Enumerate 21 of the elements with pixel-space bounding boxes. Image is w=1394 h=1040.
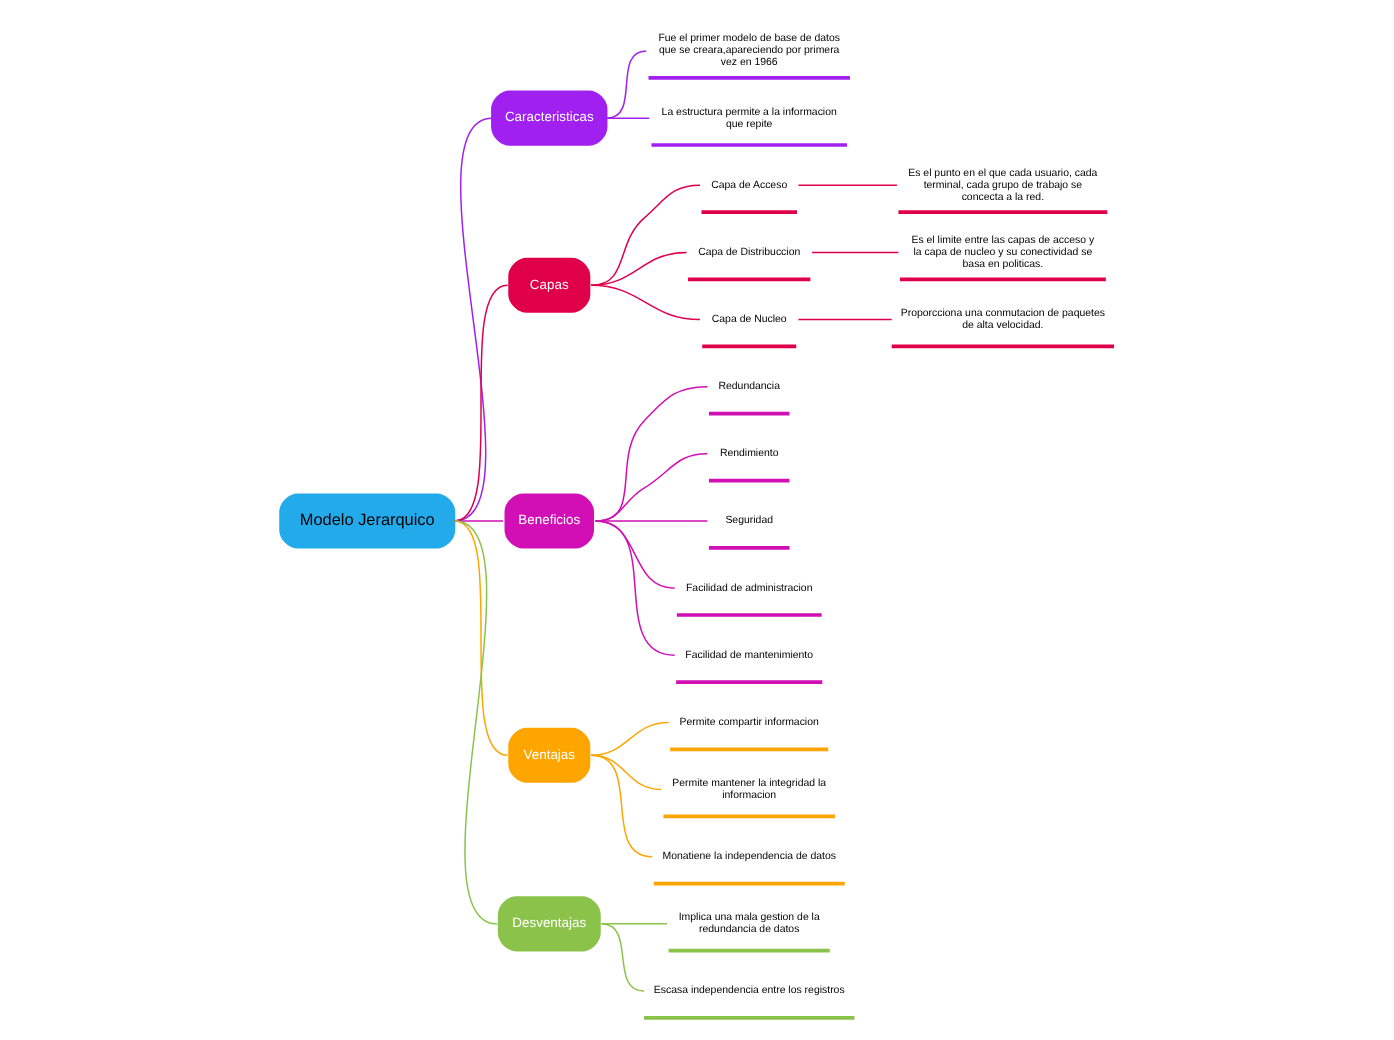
connector xyxy=(453,519,509,755)
node-box: Modelo Jerarquico xyxy=(279,492,456,548)
connector xyxy=(594,519,709,521)
connector xyxy=(811,250,900,253)
connector xyxy=(453,283,509,521)
connector xyxy=(797,317,893,320)
connector xyxy=(590,720,670,755)
connector xyxy=(606,49,647,118)
connector xyxy=(600,922,645,991)
connector xyxy=(594,384,709,521)
connector xyxy=(594,519,676,656)
connector xyxy=(590,283,701,320)
connector xyxy=(600,922,668,924)
connector xyxy=(453,519,498,924)
connector xyxy=(590,250,688,285)
connector xyxy=(590,753,653,857)
connector xyxy=(606,116,650,118)
connector xyxy=(594,452,709,521)
connector xyxy=(797,183,898,186)
connector xyxy=(590,183,701,285)
connector xyxy=(453,519,504,521)
